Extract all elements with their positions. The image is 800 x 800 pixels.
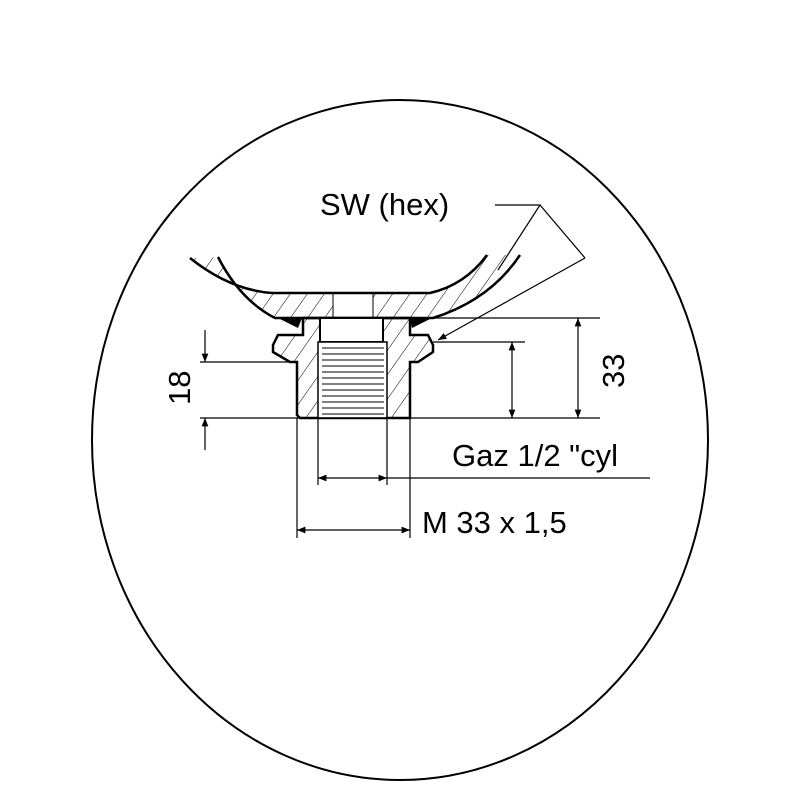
sw-hex-label: SW (hex) bbox=[320, 187, 449, 222]
dim-18-label: 18 bbox=[162, 371, 197, 405]
dim-33-label: 33 bbox=[596, 354, 631, 388]
detail-circle bbox=[91, 99, 709, 781]
thread-insert bbox=[317, 341, 388, 419]
dimension-lines bbox=[200, 204, 650, 538]
hex-fitting bbox=[271, 316, 435, 420]
metric-thread-label: M 33 x 1,5 bbox=[422, 505, 567, 540]
gaz-thread-label: Gaz 1/2 "cyl bbox=[452, 438, 618, 473]
